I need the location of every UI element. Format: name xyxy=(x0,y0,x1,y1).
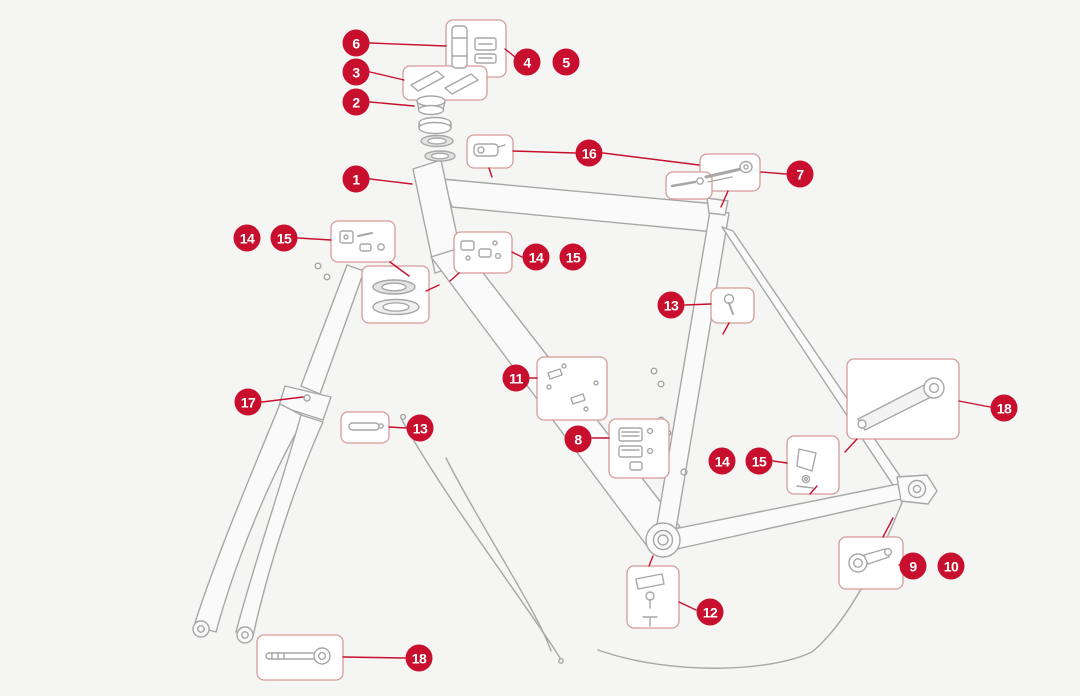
callout-badge-14[interactable]: 14 xyxy=(708,447,736,475)
callout-badge-18[interactable]: 18 xyxy=(405,644,433,672)
callout-badge-9[interactable]: 9 xyxy=(899,552,927,580)
callout-badge-16[interactable]: 16 xyxy=(575,139,603,167)
callout-badge-7[interactable]: 7 xyxy=(786,160,814,188)
connector-stub xyxy=(722,322,730,335)
callout-badge-15[interactable]: 15 xyxy=(270,224,298,252)
thru-axle-rear xyxy=(857,377,945,431)
brake-hose xyxy=(401,419,561,659)
callout-badge-14[interactable]: 14 xyxy=(233,224,261,252)
leader-line-group xyxy=(261,42,991,659)
connector-stub xyxy=(389,261,410,277)
connector-stub xyxy=(488,167,493,178)
fork-crown-hole xyxy=(303,394,311,402)
connector-stub xyxy=(882,517,894,538)
callout-badge-13[interactable]: 13 xyxy=(406,414,434,442)
headset-top-cap-parts xyxy=(451,25,497,69)
thru-axle-front xyxy=(265,647,331,665)
cable-port-parts-c xyxy=(796,448,817,489)
connector-stub xyxy=(449,272,460,282)
hose-end xyxy=(399,413,407,421)
callout-badge-3[interactable]: 3 xyxy=(342,58,370,86)
rear-dropout-hole xyxy=(912,484,922,494)
exploded-parts-illustrations xyxy=(265,25,945,665)
hose-end xyxy=(558,658,564,664)
callout-badge-8[interactable]: 8 xyxy=(564,425,592,453)
leader-line xyxy=(772,460,788,464)
frame-tubes xyxy=(412,159,938,550)
callout-badge-15[interactable]: 15 xyxy=(745,447,773,475)
fork-dropout-hole xyxy=(241,631,249,639)
chain-catcher-parts xyxy=(635,573,665,627)
leader-line xyxy=(760,171,787,175)
callout-badge-10[interactable]: 10 xyxy=(937,552,965,580)
connector-stub xyxy=(720,190,729,208)
cable-port-parts-b xyxy=(460,240,502,261)
leader-line xyxy=(512,150,576,154)
clamp-bolt xyxy=(670,177,704,188)
bottom-bracket-ring xyxy=(652,529,674,551)
callout-badge-1[interactable]: 1 xyxy=(342,165,370,193)
callout-badge-17[interactable]: 17 xyxy=(234,388,262,416)
callout-badge-5[interactable]: 5 xyxy=(552,48,580,76)
fork-illustration xyxy=(193,264,365,637)
connector-stub xyxy=(648,555,654,567)
bottom-bracket-bore xyxy=(657,534,669,546)
leader-line xyxy=(369,178,413,185)
leader-line xyxy=(369,42,447,47)
headset-spacers xyxy=(410,70,479,95)
callout-badge-11[interactable]: 11 xyxy=(502,364,530,392)
derailleur-hanger-part xyxy=(848,547,893,573)
barrel-part xyxy=(348,422,384,431)
fork-dropout xyxy=(236,626,254,644)
callout-badge-4[interactable]: 4 xyxy=(513,48,541,76)
seatpost-clamp-lever xyxy=(704,160,753,183)
leader-line xyxy=(297,237,332,241)
leader-line xyxy=(678,601,697,611)
frame-plug-part xyxy=(723,293,735,315)
callout-badge-18[interactable]: 18 xyxy=(990,394,1018,422)
leader-line xyxy=(684,303,712,306)
callout-badge-13[interactable]: 13 xyxy=(657,291,685,319)
brake-hose xyxy=(445,457,552,652)
part-box-group xyxy=(256,19,960,681)
fork-dropout-hole xyxy=(197,625,205,633)
callout-badge-15[interactable]: 15 xyxy=(559,243,587,271)
hose-guide-parts xyxy=(546,363,599,412)
fork-dropout xyxy=(192,620,210,638)
rear-dropout xyxy=(907,479,927,499)
derailleur-braze-on xyxy=(680,468,688,476)
connector-stub xyxy=(844,438,858,453)
leader-line xyxy=(369,101,415,107)
leader-line xyxy=(511,251,523,258)
leader-line xyxy=(602,152,700,166)
callout-badge-6[interactable]: 6 xyxy=(342,29,370,57)
leader-line xyxy=(388,426,407,429)
callout-badge-12[interactable]: 12 xyxy=(696,598,724,626)
seat-clamp-part xyxy=(473,143,506,157)
callout-badge-14[interactable]: 14 xyxy=(522,243,550,271)
mounting-plate-parts xyxy=(618,427,654,471)
part-box-13-a xyxy=(710,287,755,324)
connector-stub xyxy=(809,485,818,495)
callout-badge-2[interactable]: 2 xyxy=(342,88,370,116)
headset-bearing-stack xyxy=(416,95,456,162)
headset-lower-bearings xyxy=(372,279,420,316)
leader-line xyxy=(261,396,304,403)
cable-port-parts-a xyxy=(339,230,385,252)
leader-line xyxy=(342,656,406,659)
leader-line xyxy=(369,71,405,81)
leader-line xyxy=(504,48,516,58)
connector-stub xyxy=(425,284,440,292)
bottom-bracket xyxy=(645,522,681,558)
leader-line xyxy=(958,400,991,408)
